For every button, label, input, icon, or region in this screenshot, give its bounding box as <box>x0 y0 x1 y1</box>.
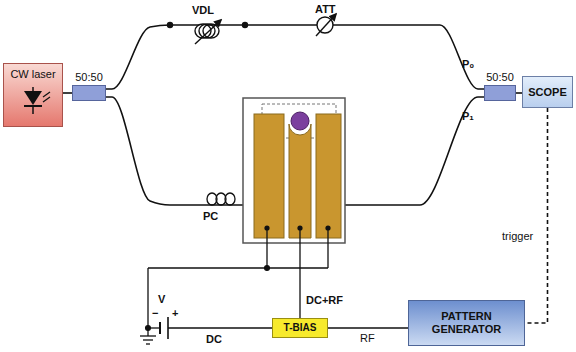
device-housing <box>243 98 345 243</box>
polarity-label: − <box>152 307 158 319</box>
fiber-paddle <box>225 193 235 205</box>
fiber-coupler: 50:50 <box>72 85 106 101</box>
battery-plate <box>159 322 161 334</box>
component-label: ATT <box>315 3 336 15</box>
junction-dot <box>146 326 151 331</box>
attenuator-symbol <box>316 14 336 36</box>
connector-label: trigger <box>500 230 535 242</box>
node-text: CW laser <box>10 68 55 81</box>
tuning-arrow <box>195 20 221 44</box>
component-label: PC <box>203 210 218 222</box>
ground-symbol <box>146 343 150 344</box>
node-text: 50:50 <box>75 71 103 84</box>
ground-symbol <box>143 339 153 340</box>
signal-label: DC+RF <box>306 294 343 306</box>
ground-electrode <box>316 114 341 238</box>
battery-plate <box>167 317 169 339</box>
component-label: VDL <box>192 4 214 16</box>
polarization-controller <box>207 193 235 205</box>
junction-dot <box>265 266 270 271</box>
fiber-loop <box>199 24 215 38</box>
node-text: 50:50 <box>486 71 514 84</box>
port-label: P₀ <box>462 58 474 70</box>
node-text: PATTERN GENERATOR <box>413 310 520 335</box>
rf-cable <box>328 327 408 329</box>
laser-source: CW laser <box>3 63 63 127</box>
wiring <box>140 228 328 344</box>
source-label: V <box>158 293 165 305</box>
fiber-reference-arm <box>106 25 484 89</box>
fiber-loop <box>203 24 219 38</box>
ground-wire <box>148 267 328 268</box>
dc-wire <box>168 327 272 328</box>
ring-resonator <box>291 112 309 130</box>
signal-wire <box>299 228 300 318</box>
junction-dot <box>168 23 173 28</box>
trigger-line <box>525 108 548 323</box>
fiber-coupler: 50:50 <box>484 85 516 101</box>
polarity-label: + <box>172 307 178 319</box>
signal-electrode <box>289 124 311 238</box>
connector-label: RF <box>358 332 377 344</box>
wire <box>327 228 328 268</box>
tuning-arrow <box>316 14 336 36</box>
node-text: T-BIAS <box>284 322 317 334</box>
signal-label: DC <box>206 333 222 345</box>
delay-line-symbol <box>168 20 248 44</box>
node-text: SCOPE <box>528 86 567 99</box>
fiber-link <box>63 92 72 94</box>
ground-electrode <box>254 114 284 238</box>
junction-dot <box>243 23 248 28</box>
bias-tee-box: T-BIAS <box>272 318 328 338</box>
wire <box>266 228 267 268</box>
ground-symbol <box>140 335 156 336</box>
pattern-generator-box: PATTERN GENERATOR <box>408 300 525 346</box>
laser-diode-symbol <box>13 87 53 117</box>
port-label: P₁ <box>462 110 474 122</box>
oscilloscope-box: SCOPE <box>522 76 573 108</box>
device-chip <box>243 98 345 243</box>
